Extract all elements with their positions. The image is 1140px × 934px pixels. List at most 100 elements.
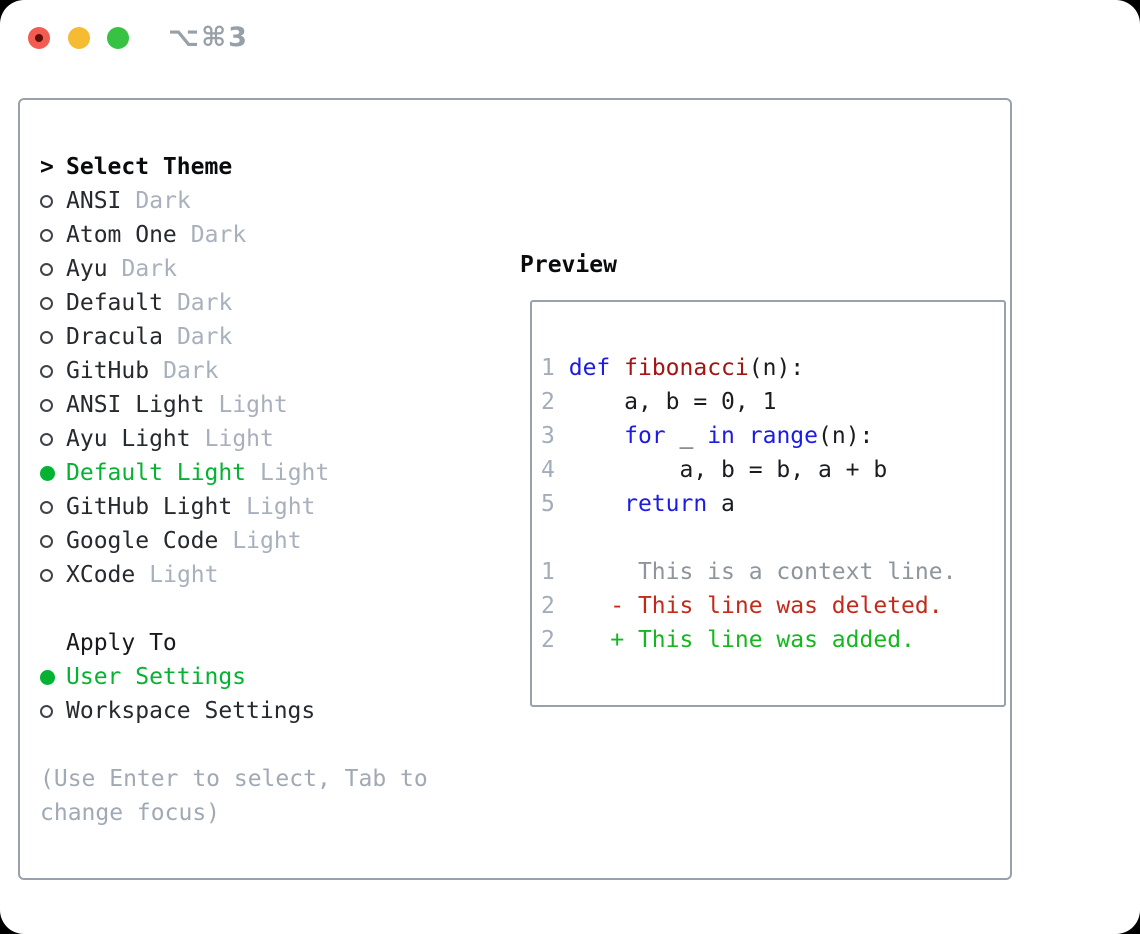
minimize-button[interactable]: [68, 27, 90, 49]
theme-option-xcode[interactable]: XCode Light: [40, 558, 492, 592]
theme-variant: Dark: [190, 222, 247, 248]
radio-marker: [40, 500, 66, 514]
apply-option-label: Workspace Settings: [66, 698, 316, 724]
radio-icon: [40, 364, 53, 378]
theme-variant: Light: [246, 494, 316, 520]
token-kw: def: [568, 355, 611, 381]
theme-name: ANSI Light: [66, 392, 205, 418]
radio-marker: [40, 704, 66, 718]
radio-marker: [40, 669, 66, 685]
line-number: 4: [541, 457, 555, 483]
token-plain: [610, 355, 624, 381]
radio-marker: [40, 364, 66, 378]
theme-name: XCode: [66, 562, 136, 588]
token-plain: a: [707, 491, 735, 517]
radio-icon: [40, 568, 53, 582]
theme-name: Ayu: [66, 256, 108, 282]
radio-marker: [40, 398, 66, 412]
line-number: 2: [541, 593, 555, 619]
window-shortcut-label: ⌥⌘3: [168, 22, 249, 53]
radio-marker: [40, 228, 66, 242]
radio-selected-icon: [40, 465, 55, 481]
code-line: 1 def fibonacci(n):: [541, 351, 1004, 385]
token-plain: a, b = 0, 1: [554, 389, 777, 415]
line-number: 3: [541, 423, 555, 449]
radio-marker: [40, 262, 66, 276]
panel-title: Select Theme: [66, 154, 233, 180]
theme-variant: Dark: [176, 324, 233, 350]
theme-option-default-light[interactable]: Default Light Light: [40, 456, 492, 490]
line-number: 2: [541, 389, 555, 415]
theme-variant: Light: [260, 460, 330, 486]
cursor-marker: >: [40, 154, 66, 180]
radio-icon: [40, 534, 53, 548]
token-kw: range: [748, 423, 819, 449]
theme-option-google-code[interactable]: Google Code Light: [40, 524, 492, 558]
code-line: 1 This is a context line.: [541, 555, 1004, 589]
theme-variant: Light: [149, 562, 219, 588]
preview-title: Preview: [520, 252, 617, 278]
code-line: [541, 521, 1004, 555]
radio-marker: [40, 296, 66, 310]
apply-option-label: User Settings: [66, 664, 247, 690]
radio-marker: [40, 194, 66, 208]
radio-marker: [40, 568, 66, 582]
token-plain: [555, 355, 569, 381]
theme-option-github-light[interactable]: GitHub Light Light: [40, 490, 492, 524]
theme-name: Default Light: [66, 460, 247, 486]
token-kw: for: [624, 423, 666, 449]
token-plain: [555, 423, 624, 449]
token-fn: fibonacci: [624, 355, 749, 381]
theme-option-default[interactable]: Default Dark: [40, 286, 492, 320]
theme-name: ANSI: [66, 188, 122, 214]
theme-name: Default: [66, 290, 163, 316]
apply-option-user-settings[interactable]: User Settings: [40, 660, 492, 694]
line-number: 5: [541, 491, 555, 517]
cursor-icon: >: [40, 154, 54, 180]
select-theme-header: > Select Theme: [40, 150, 492, 184]
theme-name: Google Code: [66, 528, 219, 554]
code-line: 4 a, b = b, a + b: [541, 453, 1004, 487]
code-line: 2 + This line was added.: [541, 623, 1004, 657]
code-line: 2 a, b = 0, 1: [541, 385, 1004, 419]
apply-option-workspace-settings[interactable]: Workspace Settings: [40, 694, 492, 728]
radio-icon: [40, 228, 53, 242]
code-line: 2 - This line was deleted.: [541, 589, 1004, 623]
theme-name: GitHub: [66, 358, 150, 384]
code-line: 3 for _ in range(n):: [541, 419, 1004, 453]
theme-name: GitHub Light: [66, 494, 233, 520]
code-line: 5 return a: [541, 487, 1004, 521]
line-number: 1: [541, 355, 555, 381]
titlebar: ⌥⌘3: [0, 0, 1140, 76]
radio-marker: [40, 465, 66, 481]
theme-option-github[interactable]: GitHub Dark: [40, 354, 492, 388]
zoom-button[interactable]: [107, 27, 129, 49]
close-button[interactable]: [28, 27, 50, 49]
radio-selected-icon: [40, 669, 55, 685]
keyboard-hint: (Use Enter to select, Tab to change focu…: [40, 766, 428, 826]
theme-variant: Dark: [163, 358, 219, 384]
radio-icon: [40, 330, 53, 344]
theme-variant: Dark: [176, 290, 233, 316]
radio-icon: [40, 500, 53, 514]
radio-icon: [40, 398, 53, 412]
token-kw: in: [707, 423, 735, 449]
theme-variant: Light: [232, 528, 302, 554]
radio-icon: [40, 194, 53, 208]
apply-to-header: Apply To: [40, 626, 492, 660]
apply-to-title: Apply To: [66, 630, 177, 656]
